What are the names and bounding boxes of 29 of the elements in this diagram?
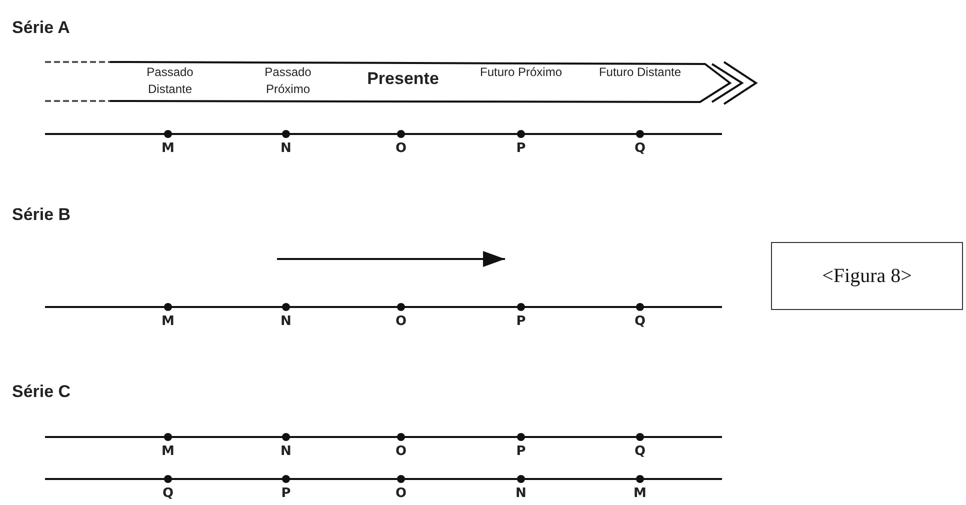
series-title: Série B [12, 205, 71, 225]
point-label: O [394, 314, 408, 329]
series-title: Série C [12, 382, 71, 402]
series-title: Série A [12, 18, 70, 38]
point-label: N [514, 486, 528, 501]
point-label: N [280, 141, 292, 156]
figure-caption-box: <Figura 8> [771, 242, 963, 310]
period-label: Passado Próximo [264, 64, 312, 98]
period-label: Presente [366, 70, 440, 87]
point-label: Q [633, 141, 647, 156]
point-label: M [160, 314, 176, 329]
point-label: Q [633, 444, 647, 459]
point-label: N [280, 314, 292, 329]
period-label: Passado Distante [146, 64, 194, 98]
point-label: P [280, 486, 292, 501]
point-label: O [394, 444, 408, 459]
point-label: Q [161, 486, 175, 501]
point-label: P [515, 314, 527, 329]
point-label: P [515, 444, 527, 459]
point-label: M [160, 444, 176, 459]
point-label: O [394, 141, 408, 156]
point-label: M [632, 486, 648, 501]
period-label: Futuro Próximo [478, 64, 564, 81]
point-label: P [515, 141, 527, 156]
point-label: O [394, 486, 408, 501]
point-label: N [280, 444, 292, 459]
point-label: Q [633, 314, 647, 329]
point-label: M [160, 141, 176, 156]
period-label: Futuro Distante [598, 64, 682, 81]
